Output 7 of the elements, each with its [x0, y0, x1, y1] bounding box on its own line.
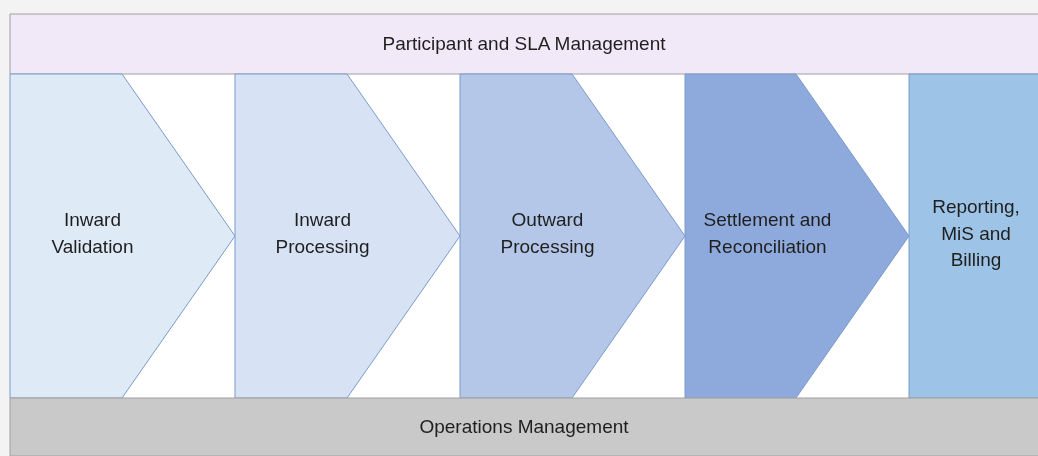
step-label: Participant and SLA Management [382, 31, 666, 56]
step-label: Reporting, MiS and Billing [931, 195, 1021, 273]
step-label: Inward Processing [274, 208, 371, 259]
step-label: Operations Management [419, 414, 629, 439]
step-label: Outward Processing [499, 208, 596, 259]
step-label: Settlement and Reconciliation [702, 208, 833, 259]
step-label: Inward Validation [50, 208, 135, 259]
